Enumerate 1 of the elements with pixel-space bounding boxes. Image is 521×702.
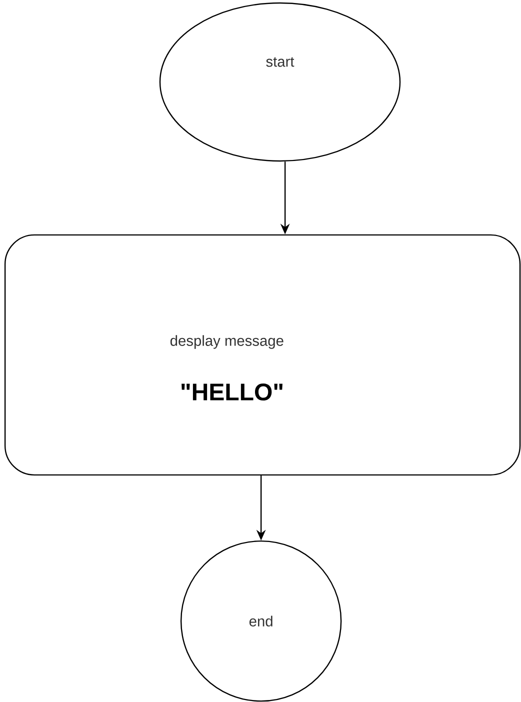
process-box: desplay message "HELLO" [4, 234, 521, 476]
